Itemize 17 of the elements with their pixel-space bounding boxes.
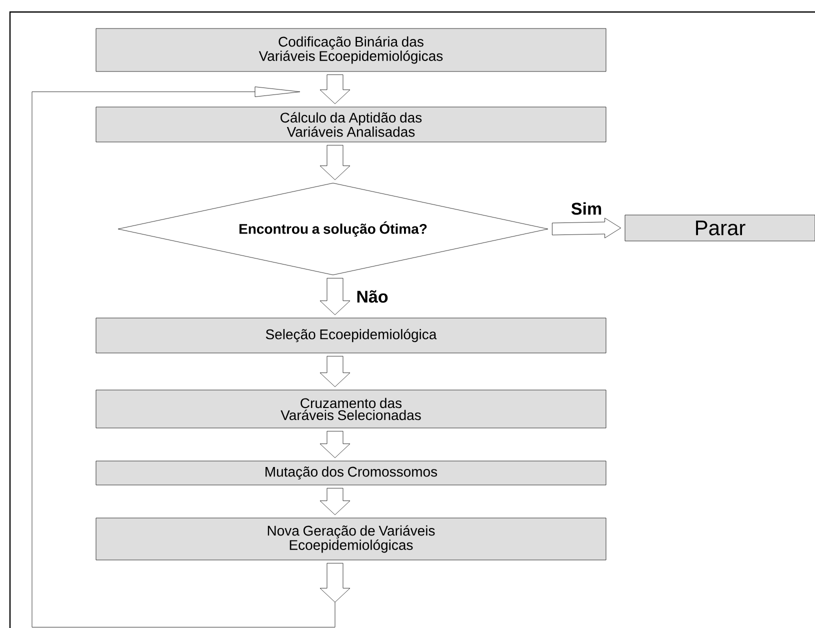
block-arrow xyxy=(552,218,621,238)
stop-box: Parar xyxy=(624,214,815,242)
block-arrow xyxy=(320,488,350,515)
edge-label: Sim xyxy=(570,201,604,216)
process-box: Cálculo da Aptidão das Variáveis Analisadas xyxy=(96,106,606,142)
process-box: Nova Geração de Variáveis Ecoepidemiológicas xyxy=(96,518,606,560)
process-box: Mutação dos Cromossomos xyxy=(96,460,606,486)
process-box: Seleção Ecoepidemiológica xyxy=(96,318,606,354)
feedback-arrow xyxy=(32,86,350,628)
block-arrow xyxy=(320,74,350,104)
block-arrow xyxy=(320,278,350,315)
block-arrow xyxy=(320,145,350,180)
process-box: Codificação Binária das Variáveis Ecoepidemiológicas xyxy=(96,28,606,72)
block-arrow xyxy=(320,356,350,387)
edge-label: Não xyxy=(355,289,390,304)
block-arrow xyxy=(320,431,350,458)
process-box: Cruzamento das Varáveis Selecionadas xyxy=(96,390,606,428)
